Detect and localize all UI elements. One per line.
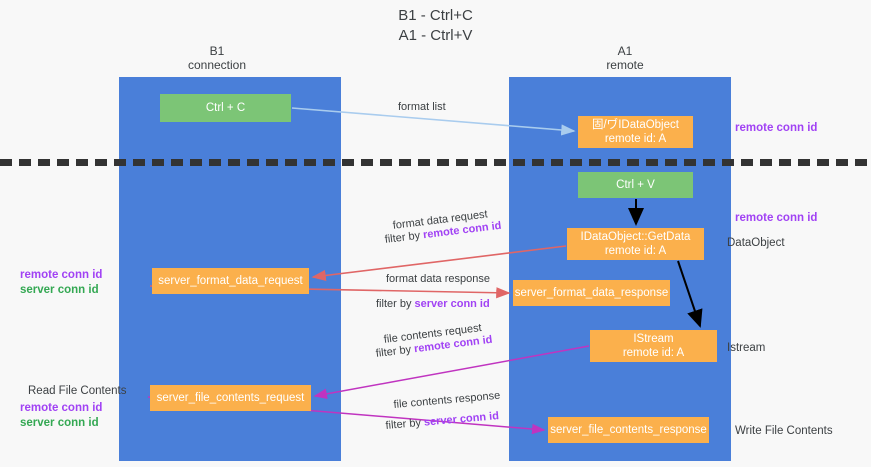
node-ctrl-v[interactable]: Ctrl + V	[578, 172, 693, 198]
node-idataobject-getdata-sub: remote id: A	[604, 245, 667, 257]
node-server-file-contents-response-label: server_file_contents_response	[550, 424, 707, 436]
edge-getdata-to-istream	[677, 260, 703, 328]
annotation-server-conn-id: server conn id	[20, 417, 99, 429]
edge-label-format-data-response-filter: filter by server conn id	[376, 297, 490, 311]
column-header-a1-role: remote	[606, 58, 644, 72]
node-server-format-data-response[interactable]: server_format_data_response	[513, 280, 670, 306]
annotation-text: Istream	[727, 342, 766, 354]
node-istream-label: IStream	[633, 333, 674, 345]
filter-prefix: filter by	[385, 416, 425, 432]
annotation-text: DataObject	[727, 237, 785, 249]
node-server-file-contents-request-label: server_file_contents_request	[156, 392, 305, 404]
annotation-left-conn-ids-bottom: remote conn id server conn id	[20, 401, 102, 431]
annotation-left-conn-ids-mid: remote conn id server conn id	[20, 268, 102, 298]
annotation-text: Write File Contents	[735, 425, 833, 437]
edge-label-format-list: format list	[398, 101, 446, 113]
column-header-a1: A1 remote	[560, 44, 690, 72]
edge-label-format-data-response: format data response	[386, 273, 490, 285]
node-server-format-data-request[interactable]: server_format_data_request	[152, 268, 309, 294]
node-ctrl-c-label: Ctrl + C	[205, 102, 246, 114]
node-server-format-data-response-label: server_format_data_response	[514, 287, 669, 299]
edge-file-contents-request	[313, 345, 590, 400]
node-istream-sub: remote id: A	[622, 347, 685, 359]
node-idataobject-getdata-label: IDataObject::GetData	[580, 231, 691, 243]
node-ctrl-c[interactable]: Ctrl + C	[160, 94, 291, 122]
node-ctrl-v-label: Ctrl + V	[616, 179, 655, 191]
filter-value-server-conn-id: server conn id	[414, 298, 490, 310]
column-header-b1-name: B1	[209, 44, 225, 58]
annotation-text: remote conn id	[735, 122, 818, 134]
column-header-b1-role: connection	[187, 58, 247, 72]
column-header-b1: B1 connection	[152, 44, 282, 72]
annotation-right-remote-conn-id-mid: remote conn id	[735, 211, 817, 226]
edge-format-list	[291, 107, 576, 136]
annotation-left-read-file-contents: Read File Contents	[28, 384, 126, 399]
annotation-right-dataobject: DataObject	[727, 236, 785, 251]
node-idataobject[interactable]: 固/ヷIDataObject remote id: A	[578, 116, 693, 148]
node-idataobject-sub: remote id: A	[604, 133, 667, 145]
node-server-file-contents-request[interactable]: server_file_contents_request	[150, 385, 311, 411]
annotation-text: Read File Contents	[28, 385, 127, 397]
annotation-text: remote conn id	[735, 212, 818, 224]
node-idataobject-label: 固/ヷIDataObject	[592, 119, 679, 131]
node-server-file-contents-response[interactable]: server_file_contents_response	[548, 417, 709, 443]
annotation-right-remote-conn-id-top: remote conn id	[735, 121, 817, 136]
annotation-server-conn-id: server conn id	[20, 284, 99, 296]
annotation-right-istream: Istream	[727, 341, 765, 356]
filter-prefix: filter by	[376, 298, 415, 310]
page-title: B1 - Ctrl+C A1 - Ctrl+V	[0, 6, 871, 46]
column-header-a1-name: A1	[617, 44, 633, 58]
phase-divider	[0, 159, 871, 166]
annotation-remote-conn-id: remote conn id	[20, 402, 103, 414]
annotation-right-write-file-contents: Write File Contents	[735, 424, 833, 439]
node-idataobject-getdata[interactable]: IDataObject::GetData remote id: A	[567, 228, 704, 260]
edge-format-data-request	[311, 245, 567, 282]
title-line-1: B1 - Ctrl+C	[398, 7, 473, 24]
node-istream[interactable]: IStream remote id: A	[590, 330, 717, 362]
title-line-2: A1 - Ctrl+V	[398, 27, 473, 44]
annotation-remote-conn-id: remote conn id	[20, 269, 103, 281]
node-server-format-data-request-label: server_format_data_request	[158, 275, 303, 287]
